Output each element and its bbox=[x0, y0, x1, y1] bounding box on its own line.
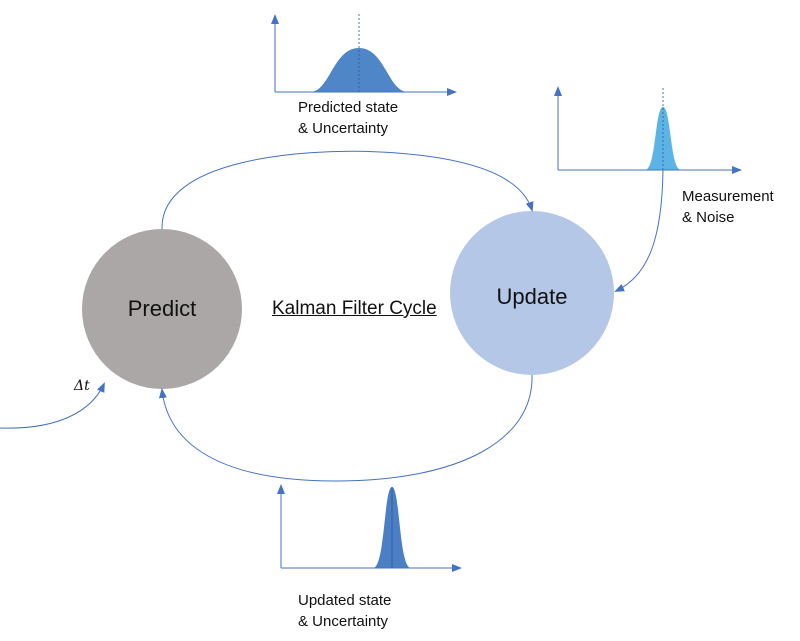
measurement-plot bbox=[554, 86, 742, 174]
predict-node bbox=[82, 229, 242, 389]
measurement-to-update-arrow bbox=[614, 169, 664, 292]
update-node bbox=[450, 211, 614, 375]
time-step-arrow bbox=[0, 382, 105, 429]
update-to-predict-arrow bbox=[158, 374, 533, 482]
predict-to-update-arrow bbox=[161, 150, 534, 230]
measurement-curve bbox=[645, 107, 681, 170]
updated-state-plot bbox=[277, 484, 462, 572]
update-label: Update bbox=[496, 284, 568, 309]
predicted-state-caption-line2: & Uncertainty bbox=[298, 120, 389, 137]
predicted-state-caption-line1: Predicted state bbox=[298, 99, 399, 116]
updated-state-caption-line2: & Uncertainty bbox=[298, 613, 389, 630]
measurement-caption-line1: Measurement bbox=[682, 188, 774, 205]
measurement-caption-line2: & Noise bbox=[682, 209, 735, 226]
predict-label: Predict bbox=[127, 296, 197, 321]
time-step-label: Δt bbox=[74, 378, 90, 394]
diagram-title: Kalman Filter Cycle bbox=[272, 298, 437, 319]
updated-state-caption-line1: Updated state bbox=[298, 592, 392, 609]
predicted-state-plot bbox=[271, 14, 457, 96]
